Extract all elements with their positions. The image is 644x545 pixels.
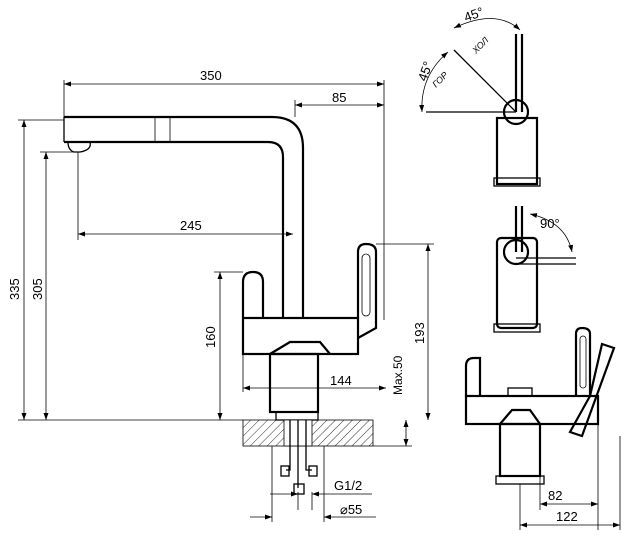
side-left-handle: [464, 356, 482, 396]
body-base: [268, 352, 320, 414]
angle-rotation: 90°: [540, 216, 560, 231]
right-handle-slot: [361, 253, 371, 317]
hose-right: [305, 420, 312, 471]
lever-body: [495, 116, 539, 186]
spout-outline: [64, 115, 305, 318]
dim-side-depth: 82: [548, 488, 562, 503]
dim-spout-height: 305: [30, 278, 45, 300]
lever-base: [493, 177, 541, 187]
hose-fitting-mid: [293, 483, 305, 495]
dim-max-thickness: Max.50: [391, 355, 405, 395]
dim-max-height: 193: [412, 322, 427, 344]
lever-angle-view: 45° 45° ХОЛ ГОР: [415, 4, 541, 187]
dim-body-height: 160: [203, 326, 218, 348]
side-neck: [499, 408, 541, 425]
dim-hole-diameter: ⌀55: [340, 502, 362, 517]
dim-spout-reach: 245: [180, 218, 202, 233]
side-right-handle: [574, 326, 592, 396]
dim-total-height: 335: [7, 278, 22, 300]
rotation-view: 90°: [493, 206, 576, 333]
spout-inner-outline: [64, 140, 285, 318]
front-view: 350 85 245 335 305 160 193 144 Max.: [7, 68, 434, 522]
dim-total-reach: 350: [200, 68, 222, 83]
angle-top: 45°: [462, 4, 486, 25]
dim-spout-offset: 85: [332, 90, 346, 105]
angle-left: 45°: [415, 59, 436, 83]
side-top-knob: [507, 387, 533, 397]
dim-base-width: 144: [330, 373, 352, 388]
base-ring: [275, 411, 319, 421]
dim-thread: G1/2: [334, 478, 362, 493]
side-tilted-handle: [568, 342, 616, 438]
tag-hot: ГОР: [430, 70, 450, 90]
side-body: [464, 394, 600, 426]
left-handle: [241, 270, 265, 318]
mixer-body: [241, 316, 360, 356]
tag-cold: ХОЛ: [470, 35, 491, 56]
lever-45-line: [453, 49, 517, 113]
arc-90: [529, 213, 574, 253]
aerator: [67, 141, 91, 153]
body-neck: [269, 340, 331, 355]
hose-left: [286, 420, 291, 471]
arc-45-top: [453, 18, 521, 31]
side-base: [498, 422, 542, 478]
hose-fitting-left: [280, 465, 290, 477]
arc-45-left: [419, 51, 449, 113]
hose-fitting-right: [308, 465, 318, 477]
side-base-ring: [495, 475, 545, 485]
right-handle: [356, 242, 378, 339]
rotation-base: [493, 323, 541, 333]
dim-side-total: 122: [556, 509, 578, 524]
side-view: 82 122: [464, 326, 621, 530]
